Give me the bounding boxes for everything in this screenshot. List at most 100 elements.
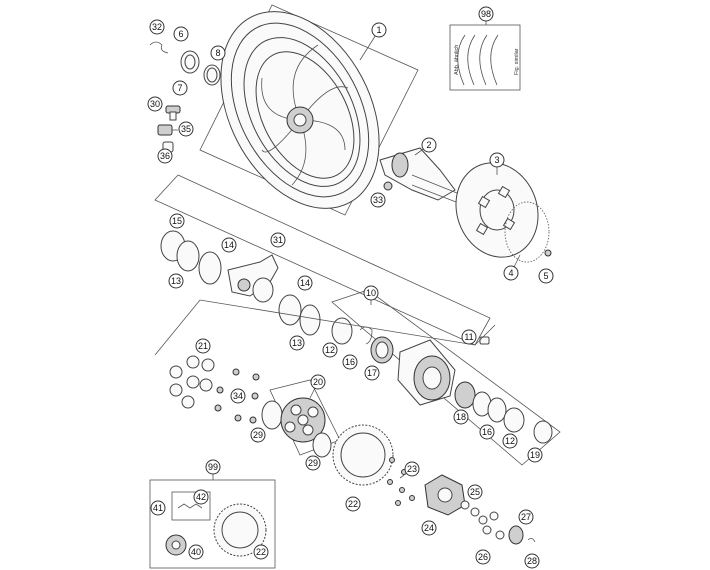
- svg-text:24: 24: [424, 523, 434, 533]
- svg-text:35: 35: [181, 124, 191, 134]
- callout-29b: 29: [305, 455, 321, 471]
- callout-28: 28: [524, 553, 540, 569]
- callout-30: 30: [147, 96, 163, 112]
- svg-text:41: 41: [153, 503, 163, 513]
- circlip-16: [359, 326, 373, 345]
- circlip-28: [527, 538, 536, 543]
- svg-text:29: 29: [308, 458, 318, 468]
- svg-text:28: 28: [527, 556, 537, 566]
- svg-text:42: 42: [196, 492, 206, 502]
- svg-text:29: 29: [253, 430, 263, 440]
- callout-6: 6: [173, 26, 189, 42]
- svg-text:6: 6: [178, 29, 183, 39]
- caliper-carrier-31: [227, 254, 279, 303]
- callout-15: 15: [169, 213, 185, 229]
- callout-99: 99: [205, 459, 221, 475]
- svg-text:5: 5: [543, 271, 548, 281]
- svg-text:36: 36: [160, 151, 170, 161]
- sprocket-bolts-23: [387, 457, 415, 506]
- callout-20: 20: [310, 374, 326, 390]
- callout-21: 21: [195, 338, 211, 354]
- svg-text:4: 4: [508, 268, 513, 278]
- svg-text:32: 32: [152, 22, 162, 32]
- callout-11: 11: [461, 329, 477, 345]
- callout-22b: 22: [253, 544, 269, 560]
- valve-clip-32: [149, 41, 169, 54]
- callout-13: 13: [168, 273, 184, 289]
- svg-text:40: 40: [191, 547, 201, 557]
- svg-text:23: 23: [407, 464, 417, 474]
- callout-35: 35: [178, 121, 194, 137]
- ring-13: [176, 240, 200, 272]
- seal-12b: [503, 407, 525, 433]
- callout-29: 29: [250, 427, 266, 443]
- brake-disc: [455, 162, 539, 258]
- bearing-27: [508, 525, 524, 545]
- inset-98-left-text: Abb. ähnlich: [454, 45, 460, 75]
- callout-27: 27: [518, 509, 534, 525]
- svg-text:11: 11: [464, 332, 473, 342]
- ring-19: [533, 420, 553, 444]
- svg-text:20: 20: [313, 377, 323, 387]
- callout-14b: 14: [297, 275, 313, 291]
- front-hub-24: [424, 474, 536, 545]
- bearing-18: [454, 381, 476, 409]
- ring-29b: [312, 432, 332, 458]
- svg-text:22: 22: [256, 547, 266, 557]
- svg-text:25: 25: [470, 487, 480, 497]
- callout-26: 26: [475, 549, 491, 565]
- svg-text:33: 33: [373, 195, 383, 205]
- sprocket-drive-panel: [154, 299, 496, 458]
- bolt-33: [383, 181, 393, 191]
- callout-1: 1: [371, 22, 387, 38]
- callout-98: 98: [478, 6, 494, 22]
- svg-text:27: 27: [521, 512, 531, 522]
- callout-16b: 16: [479, 424, 495, 440]
- callout-32: 32: [149, 19, 165, 35]
- ring-13b: [299, 304, 321, 336]
- damper-set-21: [169, 355, 215, 409]
- callout-25: 25: [467, 484, 483, 500]
- inset-99-sprocket-kit: [149, 479, 276, 569]
- sprocket-carrier-hub: [397, 339, 456, 406]
- svg-text:7: 7: [177, 83, 182, 93]
- ring-14b: [278, 294, 302, 326]
- small-parts-25-26: [460, 500, 505, 540]
- callout-22: 22: [345, 496, 361, 512]
- callout-16: 16: [342, 354, 358, 370]
- callout-33: 33: [370, 192, 386, 208]
- callout-34: 34: [230, 388, 246, 404]
- svg-text:31: 31: [273, 235, 283, 245]
- sprocket-flange-20: [280, 397, 326, 443]
- callout-42: 42: [193, 489, 209, 505]
- svg-text:15: 15: [172, 216, 182, 226]
- callout-40: 40: [188, 544, 204, 560]
- svg-text:13: 13: [292, 338, 302, 348]
- callout-24: 24: [421, 520, 437, 536]
- seal-12: [331, 317, 353, 345]
- callout-41: 41: [150, 500, 166, 516]
- callout-7: 7: [172, 80, 188, 96]
- svg-text:26: 26: [478, 552, 488, 562]
- callout-19: 19: [527, 447, 543, 463]
- callout-14: 14: [221, 237, 237, 253]
- callout-3: 3: [489, 152, 505, 168]
- svg-text:10: 10: [366, 288, 376, 298]
- svg-text:21: 21: [198, 341, 208, 351]
- rear-wheel-rim: [199, 4, 419, 216]
- ring-29: [261, 400, 283, 430]
- hub-bearing-panel: [331, 289, 561, 466]
- bolt-set-34: [214, 368, 260, 424]
- callout-17: 17: [364, 365, 380, 381]
- svg-text:16: 16: [482, 427, 492, 437]
- sensor-35: [157, 124, 178, 136]
- svg-text:13: 13: [171, 276, 181, 286]
- svg-text:8: 8: [215, 48, 220, 58]
- left-small-parts: [149, 41, 221, 153]
- callout-23: 23: [404, 461, 420, 477]
- callout-8: 8: [210, 45, 226, 61]
- ring-14: [198, 251, 222, 285]
- svg-text:12: 12: [325, 345, 335, 355]
- svg-text:16: 16: [345, 357, 355, 367]
